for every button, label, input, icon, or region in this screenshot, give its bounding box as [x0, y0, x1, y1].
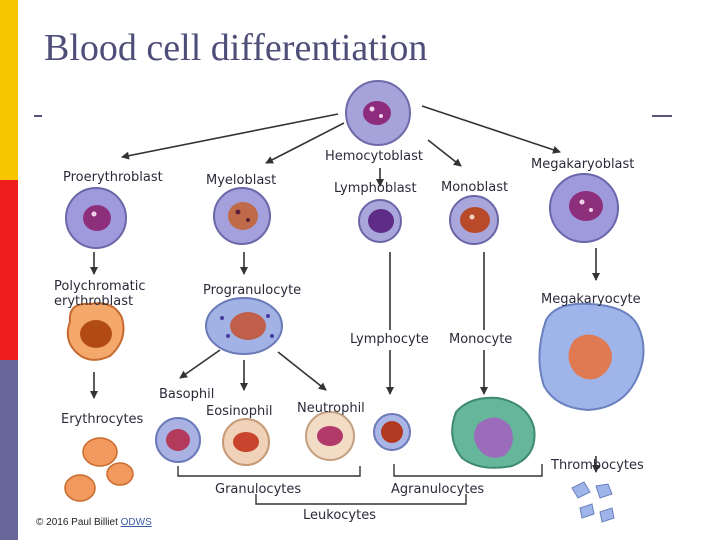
basophil-cell	[155, 417, 201, 463]
arrow-to-monoblast	[427, 139, 462, 167]
copyright-link[interactable]: ODWS	[120, 517, 152, 528]
thrombocyte-cells	[571, 481, 615, 523]
arrow-to-basophil	[179, 349, 221, 379]
erythrocyte-cells	[64, 437, 134, 502]
megakaryoblast-cell	[549, 173, 619, 243]
slide-title: Blood cell differentiation	[44, 27, 428, 69]
label-thrombocytes: Thrombocytes	[550, 458, 644, 473]
bracket-agranulocytes	[393, 464, 543, 477]
label-monocyte: Monocyte	[449, 332, 512, 347]
decor-dash-right	[652, 115, 672, 117]
label-polychromatic-line2: erythroblast	[54, 294, 133, 309]
progranulocyte-cell	[205, 297, 283, 355]
bracket-granulocytes	[177, 466, 361, 477]
label-basophil: Basophil	[159, 387, 214, 402]
label-myeloblast: Myeloblast	[206, 173, 276, 188]
label-megakaryocyte: Megakaryocyte	[541, 292, 641, 307]
arrow-to-myeloblast	[265, 122, 345, 164]
polychromatic-erythroblast-cell	[66, 302, 125, 361]
label-progranulocyte: Progranulocyte	[203, 283, 301, 298]
eosinophil-cell	[222, 418, 270, 466]
label-megakaryoblast: Megakaryoblast	[531, 157, 634, 172]
label-erythrocytes: Erythrocytes	[61, 412, 144, 427]
arrow-to-proerythroblast	[121, 113, 339, 160]
accent-band-red	[0, 180, 18, 360]
megakaryocyte-cell	[538, 302, 645, 412]
label-hemocytoblast: Hemocytoblast	[325, 149, 423, 164]
label-neutrophil: Neutrophil	[297, 401, 365, 416]
label-granulocytes: Granulocytes	[215, 482, 301, 497]
brackets	[177, 464, 543, 505]
label-lymphocyte: Lymphocyte	[350, 332, 429, 347]
lymphocyte-cell	[373, 413, 411, 451]
labels: Hemocytoblast Proerythroblast Myeloblast…	[54, 149, 644, 523]
monoblast-cell	[449, 195, 499, 245]
label-monoblast: Monoblast	[441, 180, 508, 195]
label-agranulocytes: Agranulocytes	[391, 482, 484, 497]
label-polychromatic-line1: Polychromatic	[54, 279, 146, 294]
hemocytoblast-cell	[345, 80, 411, 146]
myeloblast-cell	[213, 187, 271, 245]
label-eosinophil: Eosinophil	[206, 404, 272, 419]
arrows	[90, 105, 600, 473]
proerythroblast-cell	[65, 187, 127, 249]
monocyte-cell	[451, 396, 536, 469]
label-leukocytes: Leukocytes	[303, 508, 376, 523]
arrow-to-neutrophil	[277, 351, 327, 391]
arrow-to-megakaryoblast	[421, 105, 561, 154]
lymphoblast-cell	[358, 199, 402, 243]
bracket-leukocytes	[255, 494, 467, 505]
accent-band-yellow	[0, 0, 18, 180]
decor-dash-left	[34, 115, 42, 117]
accent-band-purple	[0, 360, 18, 540]
label-lymphoblast: Lymphoblast	[334, 181, 417, 196]
copyright-text: © 2016 Paul Billiet	[36, 517, 121, 528]
copyright-notice: © 2016 Paul Billiet ODWS	[36, 517, 152, 528]
label-proerythroblast: Proerythroblast	[63, 170, 163, 185]
neutrophil-cell	[305, 411, 355, 461]
